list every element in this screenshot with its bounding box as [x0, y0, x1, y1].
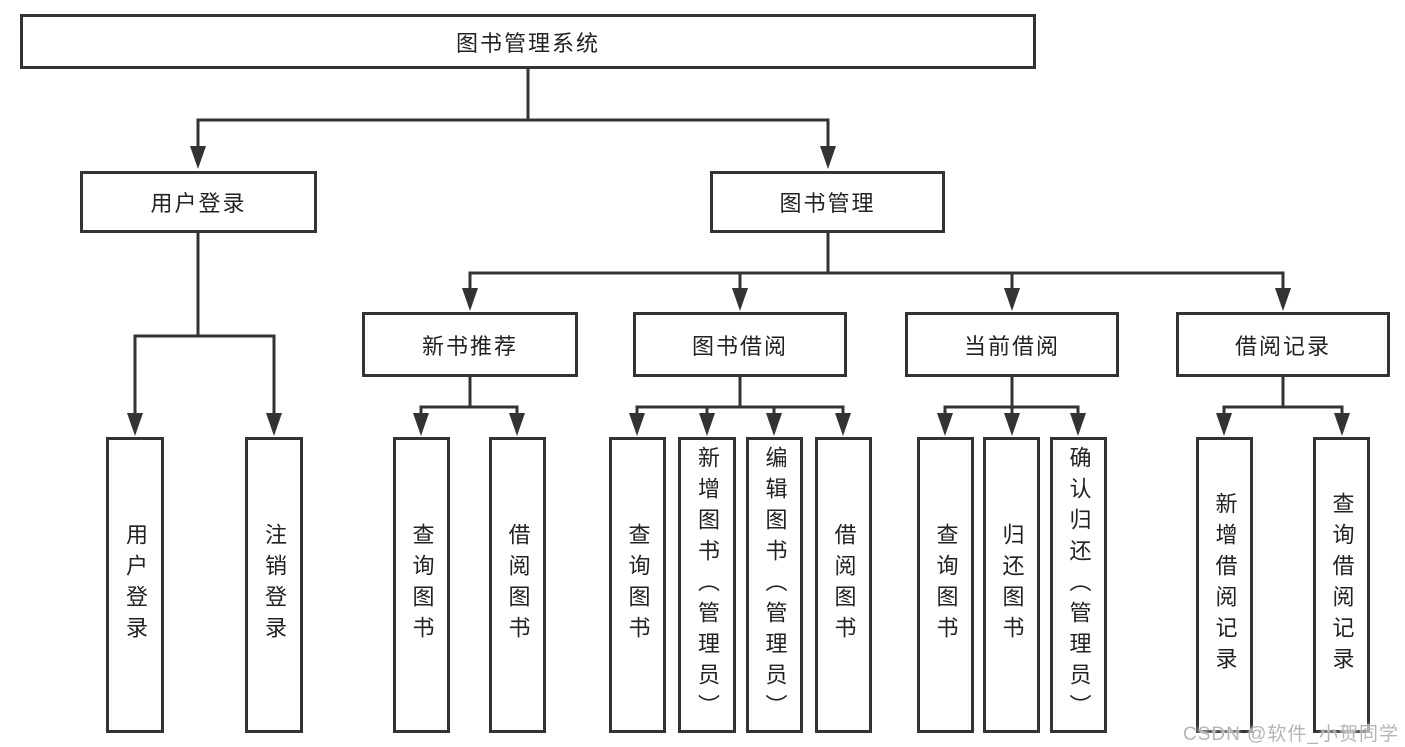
- arrowhead: [127, 413, 143, 436]
- arrowhead: [1334, 413, 1350, 436]
- arrowhead: [509, 413, 525, 436]
- leaf-add-borrow-record: 新增借阅记录: [1196, 437, 1253, 733]
- leaf-label: 查询图书: [409, 523, 435, 647]
- arrowhead: [766, 413, 782, 436]
- leaf-user-login: 用户登录: [106, 437, 164, 733]
- leaf-confirm-return-admin: 确认归还（管理员）: [1050, 437, 1107, 733]
- leaf-label: 用户登录: [123, 523, 148, 647]
- node-new-book-recommend: 新书推荐: [362, 312, 578, 377]
- node-user-login: 用户登录: [80, 171, 317, 233]
- node-current-borrowing: 当前借阅: [905, 312, 1119, 377]
- leaf-label: 新增借阅记录: [1212, 492, 1238, 678]
- leaf-label: 归还图书: [999, 523, 1025, 647]
- arrowhead: [1004, 288, 1020, 311]
- leaf-label: 新增图书（管理员）: [695, 445, 720, 725]
- arrowhead: [266, 413, 282, 436]
- arrowhead: [1070, 413, 1086, 436]
- leaf-logout: 注销登录: [245, 437, 303, 733]
- node-label: 新书推荐: [421, 333, 518, 359]
- arrowhead: [937, 413, 953, 436]
- node-library-management-system: 图书管理系统: [20, 14, 1036, 69]
- leaf-current-query-books: 查询图书: [917, 437, 974, 733]
- node-book-borrowing: 图书借阅: [633, 312, 847, 377]
- leaf-edit-books-admin: 编辑图书（管理员）: [746, 437, 803, 733]
- arrowhead: [732, 288, 748, 311]
- leaf-label: 借阅图书: [831, 523, 857, 647]
- leaf-label: 查询借阅记录: [1329, 492, 1355, 678]
- node-book-management: 图书管理: [710, 171, 945, 233]
- arrowhead: [1275, 288, 1291, 311]
- leaf-label: 查询图书: [625, 523, 651, 647]
- leaf-query-borrow-record: 查询借阅记录: [1313, 437, 1370, 733]
- leaf-borrowing-borrow-books: 借阅图书: [815, 437, 872, 733]
- arrowhead: [413, 413, 429, 436]
- csdn-watermark: CSDN @软件_小贺同学: [1183, 724, 1399, 745]
- leaf-newbook-query-books: 查询图书: [393, 437, 450, 733]
- leaf-borrowing-query-books: 查询图书: [609, 437, 666, 733]
- arrowhead: [629, 413, 645, 436]
- leaf-label: 注销登录: [262, 523, 287, 647]
- leaf-label: 借阅图书: [505, 523, 531, 647]
- leaf-add-books-admin: 新增图书（管理员）: [678, 437, 736, 733]
- arrowhead: [1004, 413, 1020, 436]
- leaf-label: 确认归还（管理员）: [1066, 445, 1092, 725]
- arrowhead: [190, 146, 206, 169]
- leaf-return-books: 归还图书: [983, 437, 1040, 733]
- node-label: 图书管理系统: [455, 30, 600, 56]
- arrowhead: [699, 413, 715, 436]
- node-label: 借阅记录: [1234, 333, 1331, 359]
- node-label: 图书借阅: [691, 333, 788, 359]
- arrowhead: [835, 413, 851, 436]
- node-borrow-records: 借阅记录: [1176, 312, 1390, 377]
- leaf-label: 查询图书: [933, 523, 959, 647]
- node-label: 图书管理: [779, 191, 876, 216]
- arrowhead: [820, 146, 836, 169]
- node-label: 用户登录: [150, 191, 247, 216]
- arrowhead: [462, 288, 478, 311]
- leaf-newbook-borrow-books: 借阅图书: [489, 437, 546, 733]
- node-label: 当前借阅: [963, 333, 1060, 359]
- leaf-label: 编辑图书（管理员）: [762, 445, 788, 725]
- arrowhead: [1216, 413, 1232, 436]
